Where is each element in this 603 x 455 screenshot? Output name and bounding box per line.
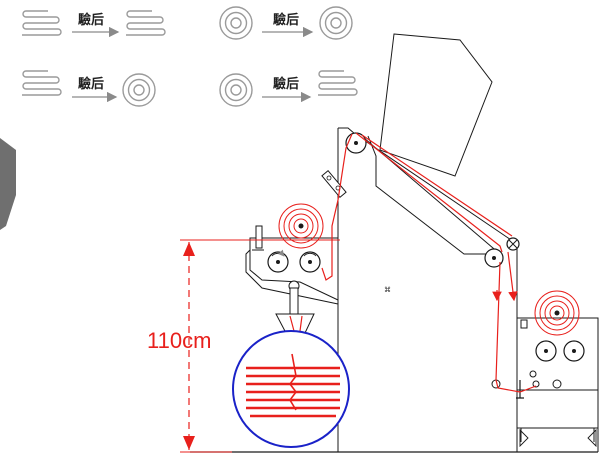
folded-output-highlight xyxy=(232,330,350,448)
inclined-beam xyxy=(363,135,502,255)
dimension-arrow-down-icon xyxy=(183,436,195,450)
legend-item-folded-to-rolled: 驗后 xyxy=(22,70,156,107)
intake-roller-right xyxy=(299,251,321,273)
legend-label: 驗后 xyxy=(273,76,299,92)
output-fabric-roll xyxy=(534,290,580,336)
main-body-outline xyxy=(337,127,518,452)
folded-fabric-icon xyxy=(318,70,358,96)
folded-fabric-stack xyxy=(246,353,340,418)
intake-fabric-roll xyxy=(278,203,324,249)
legend-label: 驗后 xyxy=(78,12,104,28)
legend-label: 驗后 xyxy=(273,12,299,28)
folded-fabric-icon xyxy=(22,10,62,36)
output-roller-left xyxy=(535,340,557,362)
guide-roller-small xyxy=(491,370,562,389)
output-bracket xyxy=(516,380,524,399)
legend-label: 驗后 xyxy=(78,76,104,92)
intake-roller-left xyxy=(267,249,289,273)
rolled-fabric-icon xyxy=(122,73,156,107)
folded-fabric-icon xyxy=(126,10,166,36)
inspection-panel xyxy=(379,33,493,177)
tension-roller-x xyxy=(506,237,520,251)
legend-item-rolled-to-rolled: 驗后 xyxy=(219,6,353,40)
rolled-fabric-icon xyxy=(319,6,353,40)
rolled-fabric-icon xyxy=(219,6,253,40)
output-roller-right xyxy=(563,340,585,362)
output-stand xyxy=(516,317,599,452)
dimension-label: 110cm xyxy=(147,328,211,353)
bottom-end-roller xyxy=(484,248,504,268)
stand-feet xyxy=(519,428,597,448)
intake-bracket xyxy=(255,225,263,249)
legend-item-rolled-to-folded: 驗后 xyxy=(219,70,358,107)
intake-roller-box xyxy=(249,237,339,301)
output-mode-legend: 驗后 驗后 驗后 xyxy=(22,6,358,107)
decorative-gray-shape xyxy=(0,138,16,230)
fabric-path xyxy=(321,132,537,393)
height-dimension: 110cm xyxy=(147,239,340,453)
rolled-fabric-icon xyxy=(219,73,253,107)
dimension-arrow-up-icon xyxy=(183,242,195,256)
panel-label: ⌘ xyxy=(384,286,391,294)
legend-item-folded-to-folded: 驗后 xyxy=(22,10,166,38)
folded-fabric-icon xyxy=(22,70,62,96)
